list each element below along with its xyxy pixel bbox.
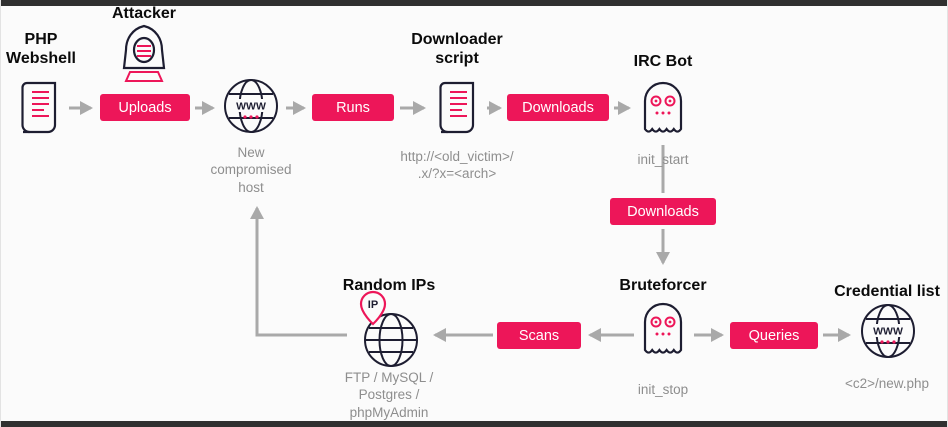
credential-list-globe-icon: WWW	[859, 302, 917, 360]
credential-list-label: Credential list	[834, 283, 940, 300]
attacker-label: Attacker	[111, 5, 177, 22]
credential-list-globe-text: WWW	[873, 326, 903, 338]
compromised-host-globe-icon: WWW	[222, 77, 280, 135]
top-border	[1, 0, 947, 6]
bruteforcer-ghost-icon	[638, 296, 688, 362]
bottom-border	[1, 421, 947, 427]
irc-bot-label: IRC Bot	[633, 53, 693, 70]
uploads-action: Uploads	[100, 94, 190, 121]
random-ips-globe-pin-icon: IP	[351, 288, 423, 370]
compromised-host-caption: New compromised host	[210, 145, 292, 195]
random-ips-label: Random IPs	[342, 277, 436, 294]
compromised-host-globe-text: WWW	[236, 101, 266, 113]
irc-bot-caption: init_start	[637, 152, 689, 167]
downloads-script-action: Downloads	[507, 94, 609, 121]
random-ips-caption: FTP / MySQL / Postgres / phpMyAdmin	[344, 370, 434, 420]
random-ips-pin-text: IP	[368, 299, 378, 311]
downloads-bot-action: Downloads	[610, 198, 716, 225]
downloader-script-label: Downloader script	[411, 31, 503, 68]
credential-list-caption: <c2>/new.php	[844, 376, 930, 391]
php-webshell-label: PHP Webshell	[6, 31, 76, 68]
attacker-icon	[113, 22, 175, 86]
bruteforcer-label: Bruteforcer	[619, 277, 707, 294]
irc-bot-ghost-icon	[638, 75, 688, 141]
downloader-script-icon	[433, 78, 481, 136]
php-webshell-icon	[15, 78, 63, 136]
bruteforcer-caption: init_stop	[637, 382, 689, 397]
scans-action: Scans	[497, 322, 581, 349]
downloader-script-caption: http://<old_victim>/ .x/?x=<arch>	[400, 149, 514, 182]
runs-action: Runs	[312, 94, 394, 121]
queries-action: Queries	[730, 322, 818, 349]
arrow-ips-to-host	[250, 206, 347, 337]
